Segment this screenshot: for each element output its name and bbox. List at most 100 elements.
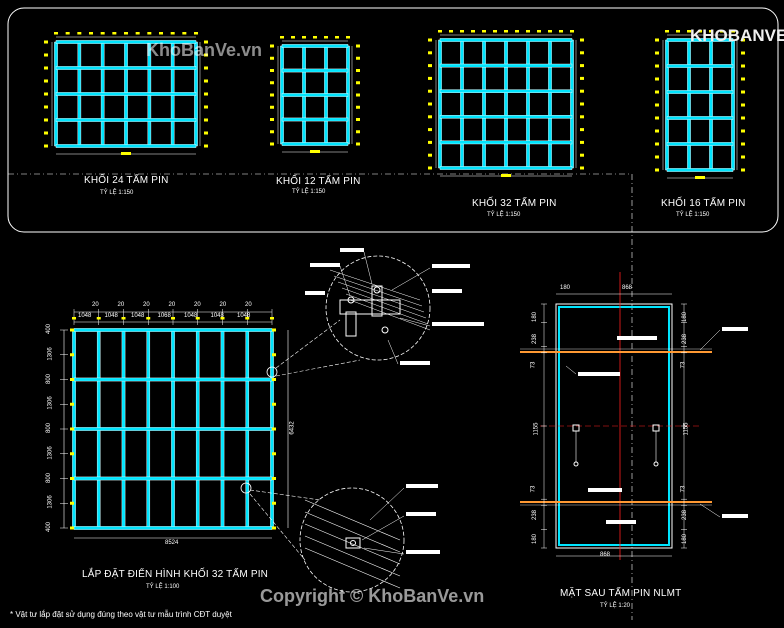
block32-dims-tick-right <box>580 128 584 132</box>
detail-lower-leader <box>361 515 405 541</box>
block24-dims-tick-left <box>44 144 48 148</box>
block32-dims-tick-left <box>428 51 432 55</box>
detail-upper-leader <box>391 267 431 291</box>
install-yellow-right <box>272 452 276 456</box>
detail-upper-hatch <box>349 299 431 331</box>
panel-back-leader <box>699 329 721 351</box>
block12-dims-tick-left <box>270 44 274 48</box>
block12-dims-tick-top <box>313 36 317 39</box>
detail-upper-tag <box>432 322 484 326</box>
block16-grid-column <box>731 39 735 171</box>
block12-dims-tick-left <box>270 105 274 109</box>
install-left-dim-label: 800 <box>46 373 53 384</box>
callout-leader-lower-2 <box>249 493 306 561</box>
watermark-brand: KhoBanVe.vn <box>146 40 263 60</box>
detail-upper-tag <box>340 248 364 252</box>
block12-dims-tick-top <box>346 36 350 39</box>
block24-dims-tick-right <box>204 92 208 96</box>
install-yellow-left <box>70 427 74 431</box>
panel-back-right-dim-label: 73 <box>680 361 687 369</box>
block24-dims-tick-top <box>159 32 163 35</box>
install-top-dim2-label: 1048 <box>184 313 198 319</box>
detail-lower-bolt <box>350 540 356 546</box>
block32-grid <box>438 38 574 170</box>
install-top-dim2-label: 1048 <box>78 313 92 319</box>
block16-dims-tick-top <box>698 30 702 33</box>
install-top-dim2-label: 1048 <box>237 313 251 319</box>
block16-dims <box>655 30 745 179</box>
detail-lower-tag <box>406 512 436 516</box>
detail-upper-tag <box>310 263 340 267</box>
callout-circle-upper <box>266 366 278 378</box>
block16-grid-rail <box>666 64 734 68</box>
detail-upper-leader <box>387 339 399 365</box>
install-yellow-top <box>171 317 175 320</box>
install-top-dim2-label: 1048 <box>210 313 224 319</box>
block32-dims <box>428 30 584 177</box>
detail-upper-clamp-left <box>345 311 357 337</box>
block16-dims-tick-left <box>655 168 659 172</box>
block24-dims <box>44 32 208 155</box>
block32-grid-column <box>548 39 552 169</box>
block32-grid-rail <box>439 63 573 68</box>
block32-dims-tick-right <box>580 153 584 157</box>
block16-grid-column <box>709 39 713 171</box>
panel-back-tag <box>722 514 748 518</box>
block16-dims-tick-bottom <box>695 176 705 179</box>
block24-dims-tick-top <box>124 32 128 35</box>
block12-dims-tick-bottom <box>310 150 320 153</box>
panel-back-left-dim-label: 73 <box>530 361 537 369</box>
install-yellow-left <box>70 526 74 530</box>
block16-dims-tick-left <box>655 116 659 120</box>
block24-dims-tick-left <box>44 118 48 122</box>
install-yellow-top <box>270 317 274 320</box>
block16-dims-tick-right <box>741 51 745 55</box>
panel-back-tag <box>617 336 657 340</box>
block12-dims-tick-right <box>356 118 360 121</box>
watermark-logo: KHOBANVE <box>690 26 784 45</box>
install-yellow-top <box>72 317 76 320</box>
panel-back-tag <box>588 488 622 492</box>
block32-dims-tick-right <box>580 76 584 80</box>
block16-grid-frame <box>666 39 734 171</box>
block24-dims-tick-top <box>147 32 152 35</box>
block32-dims-tick-left <box>428 89 432 93</box>
block24-dims-tick-left <box>44 40 48 44</box>
install-title: LẮP ĐẶT ĐIỂN HÌNH KHỐI 32 TẤM PIN <box>82 569 269 580</box>
top-sheet-border <box>7 7 779 233</box>
block32-dims-tick-right <box>580 166 584 170</box>
install-top-dim-label: 20 <box>143 302 150 308</box>
block16-grid-rail <box>666 90 734 94</box>
block24-dims-tick-left <box>44 66 48 70</box>
block12-scale: TỶ LỆ 1:150 <box>292 189 326 195</box>
detail-upper-tag <box>305 291 325 295</box>
block24-dims-tick-top <box>182 32 187 35</box>
block16-dims-tick-right <box>741 77 745 81</box>
block32-scale: TỶ LỆ 1:150 <box>487 212 521 218</box>
panel-back-left-dim-label: 238 <box>532 509 539 521</box>
block12-grid-rail <box>281 44 349 48</box>
install-yellow-right <box>272 526 276 530</box>
block24-dims-tick-right <box>204 131 208 135</box>
block12-dims-tick-left <box>270 69 274 72</box>
block32-dims-tick-left <box>428 102 432 106</box>
panel-back-left-dim-label: 73 <box>530 485 537 493</box>
block16-dims-tick-left <box>655 77 659 81</box>
install-yellow-right <box>272 328 276 332</box>
install-top-dim2-label: 1048 <box>131 313 145 319</box>
block16-dims-tick-right <box>741 129 745 133</box>
block32-grid-rail <box>439 166 573 170</box>
install-top-dim2-label: 1068 <box>157 313 171 319</box>
block32-dims-tick-right <box>580 38 584 42</box>
block32-dims-tick-top <box>515 30 519 33</box>
install-left-dim-label: 1306 <box>47 347 54 361</box>
install-yellow-top <box>195 317 200 320</box>
panel-back-right-dim-label: 238 <box>682 333 689 345</box>
block12-dims-tick-right <box>356 130 360 134</box>
panel-back-right-dim-label: 180 <box>682 311 689 323</box>
block16-dims-tick-left <box>655 129 659 133</box>
panel-back-right-dim-label: 238 <box>682 509 689 521</box>
block24-dims-tick-top <box>135 32 140 35</box>
block32-grid-column <box>570 39 574 169</box>
block16-dims-tick-top <box>687 30 691 33</box>
